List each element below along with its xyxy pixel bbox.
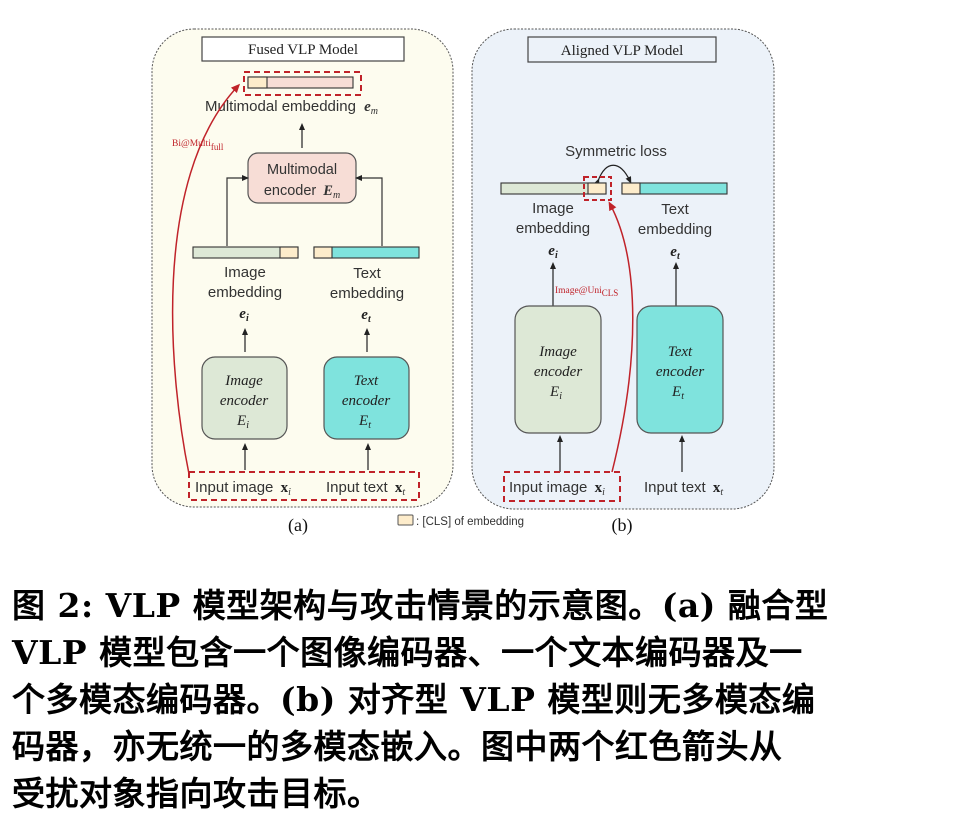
image-encoder-label-a-line1: Image	[224, 373, 263, 389]
image-embedding-cls-b	[587, 182, 607, 195]
caption-line: VLP 模型包含一个图像编码器、一个文本编码器及一	[12, 633, 803, 672]
text-embedding-symbol-a: et	[361, 307, 372, 325]
image-encoder-label-b-line2: encoder	[534, 364, 582, 380]
multimodal-embedding-label: Multimodal embedding em	[205, 98, 378, 117]
text-embedding-label-b-line1: Text	[661, 201, 689, 218]
text-embedding-label-a-line1: Text	[353, 265, 381, 282]
connector-text-embedding-to-encoder	[355, 175, 383, 246]
text-embedding-symbol-b: et	[670, 244, 681, 262]
legend: : [CLS] of embedding	[397, 514, 524, 528]
image-encoder-box-a	[201, 356, 288, 440]
text-embedding-label-a-line2: embedding	[330, 285, 404, 302]
panel-b-title-box	[527, 36, 717, 63]
legend-cls-label: : [CLS] of embedding	[416, 516, 524, 528]
image-embedding-label-b-line1: Image	[532, 200, 574, 217]
attack-label-a: Bi@Multifull	[172, 139, 224, 152]
image-encoder-symbol-a: Ei	[236, 413, 249, 431]
vlp-architecture-figure: Fused VLP Model Multimodal embedding em …	[151, 28, 775, 536]
input-text-label-b: Input text xt	[644, 479, 723, 498]
text-encoder-symbol-a: Et	[358, 413, 371, 431]
image-embedding-cls-a	[279, 246, 299, 259]
image-encoder-box-b	[514, 305, 602, 434]
panel-a-title: Fused VLP Model	[248, 42, 358, 58]
image-embedding-label-a-line1: Image	[224, 264, 266, 281]
image-encoder-label-b-line1: Image	[538, 344, 577, 360]
multimodal-encoder-label-line1: Multimodal	[267, 162, 337, 178]
panel-label-b: (b)	[612, 515, 633, 536]
input-image-label-a: Input image xi	[195, 479, 291, 498]
figure-caption: 图 2: VLP 模型架构与攻击情景的示意图。(a) 融合型 VLP 模型包含一…	[12, 582, 962, 817]
text-encoder-box-a	[323, 356, 410, 440]
multimodal-encoder-label-line2: encoder Em	[264, 183, 340, 201]
attack-source-box-a	[188, 471, 420, 501]
attack-arrow-a	[171, 83, 241, 475]
panel-b-title: Aligned VLP Model	[561, 43, 684, 59]
multimodal-embedding-cls	[247, 76, 268, 89]
text-encoder-label-b-line2: encoder	[656, 364, 704, 380]
connector-image-embedding-to-encoder	[226, 175, 249, 246]
text-embedding-cls-a	[313, 246, 333, 259]
input-text-label-a: Input text xt	[326, 479, 405, 498]
panel-b-background	[471, 28, 775, 510]
panel-b-aligned-vlp: Aligned VLP Model Symmetric loss Image e…	[471, 28, 775, 536]
attack-label-b: Image@UniCLS	[555, 286, 618, 298]
image-encoder-symbol-b: Ei	[549, 384, 562, 402]
caption-line: 受扰对象指向攻击目标。	[12, 774, 381, 813]
image-embedding-label-b-line2: embedding	[516, 220, 590, 237]
text-encoder-label-a-line1: Text	[354, 373, 379, 389]
text-encoder-symbol-b: Et	[671, 384, 684, 402]
attack-arrow-b	[608, 201, 634, 473]
text-encoder-label-a-line2: encoder	[342, 393, 390, 409]
attack-source-box-b	[503, 471, 621, 502]
image-encoder-label-a-line2: encoder	[220, 393, 268, 409]
caption-line: 码器，亦无统一的多模态嵌入。图中两个红色箭头从	[12, 727, 783, 766]
panel-a-title-box	[201, 36, 405, 62]
text-encoder-box-b	[636, 305, 724, 434]
caption-line: 个多模态编码器。(b) 对齐型 VLP 模型则无多模态编	[12, 680, 816, 719]
text-encoder-label-b-line1: Text	[668, 344, 693, 360]
image-embedding-symbol-b: ei	[548, 243, 558, 261]
text-embedding-cls-b	[621, 182, 641, 195]
caption-line: 图 2: VLP 模型架构与攻击情景的示意图。(a) 融合型	[12, 586, 829, 625]
input-image-label-b: Input image xi	[509, 479, 605, 498]
image-embedding-symbol-a: ei	[239, 306, 249, 324]
text-embedding-label-b-line2: embedding	[638, 221, 712, 238]
legend-cls-swatch	[397, 514, 414, 526]
symmetric-loss-label: Symmetric loss	[565, 143, 667, 160]
attack-target-box-b	[583, 176, 612, 201]
panel-label-a: (a)	[288, 515, 308, 536]
panel-a-fused-vlp: Fused VLP Model Multimodal embedding em …	[151, 28, 454, 536]
image-embedding-label-a-line2: embedding	[208, 284, 282, 301]
